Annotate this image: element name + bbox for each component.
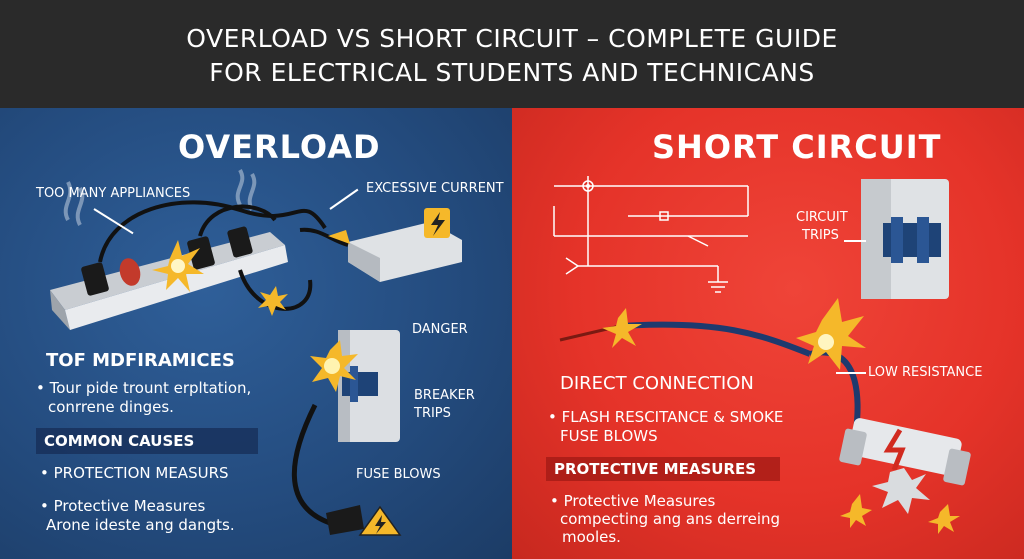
callout-fuse-blows: FUSE BLOWS [356, 467, 441, 482]
bullet-line: • Protective Measures [40, 497, 206, 515]
callout-too-many-appliances: TOO MANY APPLIANCES [36, 186, 191, 201]
breaker-icon [310, 330, 400, 442]
breaker-icon [861, 179, 949, 299]
cable-icon [559, 298, 971, 534]
short-circuit-title: SHORT CIRCUIT [652, 128, 942, 166]
bullet-line: Arone ideste ang dangts. [46, 516, 235, 534]
bullet-line: mooles. [562, 528, 621, 546]
protection-measures-item: • PROTECTION MEASURS [40, 464, 229, 482]
direct-connection-label: DIRECT CONNECTION [560, 373, 754, 394]
bullet-line: • Protective Measures [550, 492, 716, 510]
bullet-line: • FLASH RESCITANCE & SMOKE [548, 408, 784, 426]
callout-trips: TRIPS [802, 228, 839, 243]
section-title: TOF MDFIRAMICES [46, 350, 235, 371]
plug-icon [299, 208, 462, 282]
leader-line [844, 240, 866, 242]
bullet-line: FUSE BLOWS [560, 427, 658, 445]
common-causes-label: COMMON CAUSES [44, 432, 195, 450]
common-causes-bar [36, 428, 258, 454]
circuit-diagram-icon [553, 176, 749, 293]
bullet-line: compecting ang ans derreing [560, 510, 781, 528]
header-title-line2: FOR ELECTRICAL STUDENTS AND TECHNICANS [209, 58, 815, 87]
bullet-line: • Tour pide trount erpltation, [36, 379, 252, 397]
overload-title: OVERLOAD [178, 128, 381, 166]
callout-trips: TRIPS [414, 406, 451, 421]
callout-low-resistance: LOW RESISTANCE [868, 365, 983, 380]
callout-excessive-current: EXCESSIVE CURRENT [366, 181, 504, 196]
callout-breaker: BREAKER [414, 388, 475, 403]
power-strip-icon [50, 169, 327, 330]
header-title-line1: OVERLOAD VS SHORT CIRCUIT – COMPLETE GUI… [186, 24, 838, 53]
leader-line [836, 372, 866, 374]
fuse-icon [291, 403, 402, 536]
protective-measures-title: PROTECTIVE MEASURES [554, 460, 757, 478]
bullet-line: conrrene dinges. [48, 398, 174, 416]
callout-danger: DANGER [412, 322, 468, 337]
protective-measures-bar [546, 457, 780, 481]
callout-circuit: CIRCUIT [796, 210, 848, 225]
header-banner: OVERLOAD VS SHORT CIRCUIT – COMPLETE GUI… [0, 0, 1024, 108]
